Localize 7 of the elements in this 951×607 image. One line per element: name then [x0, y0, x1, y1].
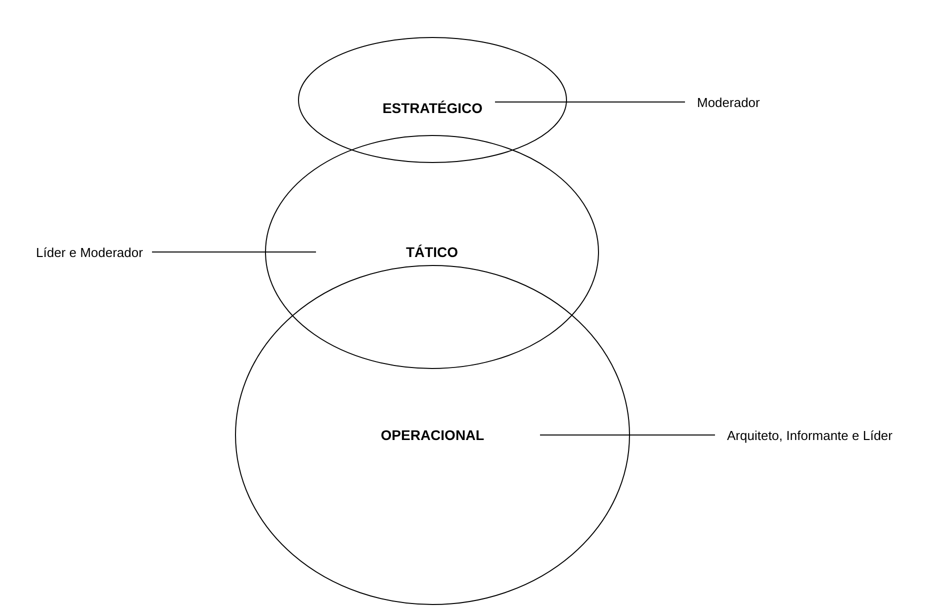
leader-line: [540, 434, 716, 436]
level-label: OPERACIONAL: [380, 427, 484, 443]
level-label: ESTRATÉGICO: [382, 100, 483, 116]
level-label: TÁTICO: [406, 244, 458, 260]
role-label: Moderador: [697, 94, 760, 110]
role-label: Líder e Moderador: [36, 244, 143, 260]
role-label: Arquiteto, Informante e Líder: [727, 428, 892, 442]
